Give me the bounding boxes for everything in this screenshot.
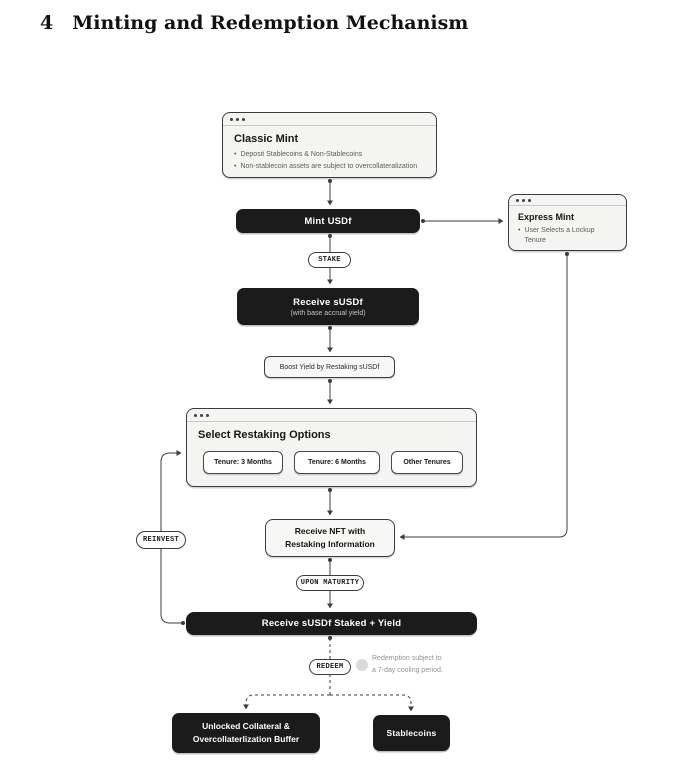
window-dot-icon [528, 198, 531, 202]
window-titlebar [223, 113, 436, 126]
connector-dot [421, 219, 425, 223]
bullet-icon: • [234, 163, 237, 170]
stablecoins-node: Stablecoins [373, 715, 450, 751]
receive-staked-yield-node: Receive sUSDf Staked + Yield [186, 612, 477, 635]
receive-staked-yield-label: Receive sUSDf Staked + Yield [261, 618, 402, 629]
redemption-note: Redemption subject to a 7-day cooling pe… [372, 655, 443, 674]
window-dot-icon [194, 413, 197, 417]
section-heading: 4 Minting and Redemption Mechanism [40, 12, 468, 34]
window-dot-icon [516, 198, 519, 202]
window-titlebar [509, 195, 626, 206]
classic-mint-bullet: • Deposit Stablecoins & Non-Stablecoins [234, 149, 425, 161]
cooling-period-icon [356, 659, 368, 671]
express-mint-title: Express Mint [518, 212, 575, 222]
section-title: Minting and Redemption Mechanism [72, 12, 469, 34]
mint-usdf-node: Mint USDf [236, 209, 420, 233]
stablecoins-label: Stablecoins [386, 728, 437, 738]
section-number: 4 [40, 12, 54, 34]
window-dot-icon [242, 117, 245, 121]
connector-dot [328, 488, 332, 492]
connector-expressmint-to-nft [399, 254, 568, 540]
unlocked-collateral-node: Unlocked Collateral & Overcollaterlizati… [172, 713, 320, 753]
connector-dot [328, 179, 332, 183]
window-dot-icon [206, 413, 209, 417]
reinvest-pill: REINVEST [136, 531, 186, 549]
classic-mint-window: Classic Mint • Deposit Stablecoins & Non… [222, 112, 437, 178]
redeem-pill: REDEEM [309, 659, 351, 675]
other-tenures-button: Other Tenures [391, 451, 463, 474]
connector-dot [181, 621, 185, 625]
mint-usdf-label: Mint USDf [304, 215, 352, 227]
restaking-options-title: Select Restaking Options [198, 429, 331, 441]
window-dot-icon [230, 117, 233, 121]
receive-susdf-label: Receive sUSDf [293, 296, 363, 308]
receive-nft-node: Receive NFT with Restaking Information [265, 519, 395, 557]
boost-yield-node: Boost Yield by Restaking sUSDf [264, 356, 395, 378]
classic-mint-title: Classic Mint [234, 133, 299, 145]
connector-dot [328, 636, 332, 640]
connector-redeem-to-stablecoins [330, 694, 414, 712]
restaking-options-window: Select Restaking Options Tenure: 3 Month… [186, 408, 477, 487]
stake-pill: STAKE [308, 252, 351, 268]
connector-dot [328, 326, 332, 330]
connector-dot [565, 252, 569, 256]
tenure-6-months-button: Tenure: 6 Months [294, 451, 380, 474]
express-mint-bullet: • User Selects a Lockup Tenure [518, 227, 595, 244]
bullet-icon: • [234, 151, 237, 158]
connector-redeem-to-collateral [243, 694, 330, 710]
bullet-icon: • [518, 227, 521, 234]
classic-mint-bullet: • Non-stablecoin assets are subject to o… [234, 161, 425, 173]
receive-susdf-sublabel: (with base accrual yield) [290, 309, 366, 317]
express-mint-window: Express Mint • User Selects a Lockup Ten… [508, 194, 627, 251]
window-dot-icon [200, 413, 203, 417]
receive-susdf-node: Receive sUSDf (with base accrual yield) [237, 288, 419, 325]
connector-dot [328, 558, 332, 562]
window-dot-icon [236, 117, 239, 121]
tenure-3-months-button: Tenure: 3 Months [203, 451, 283, 474]
connector-dot [328, 234, 332, 238]
connector-dot [328, 379, 332, 383]
upon-maturity-pill: UPON MATURITY [296, 575, 364, 591]
window-titlebar [187, 409, 476, 422]
window-dot-icon [522, 198, 525, 202]
